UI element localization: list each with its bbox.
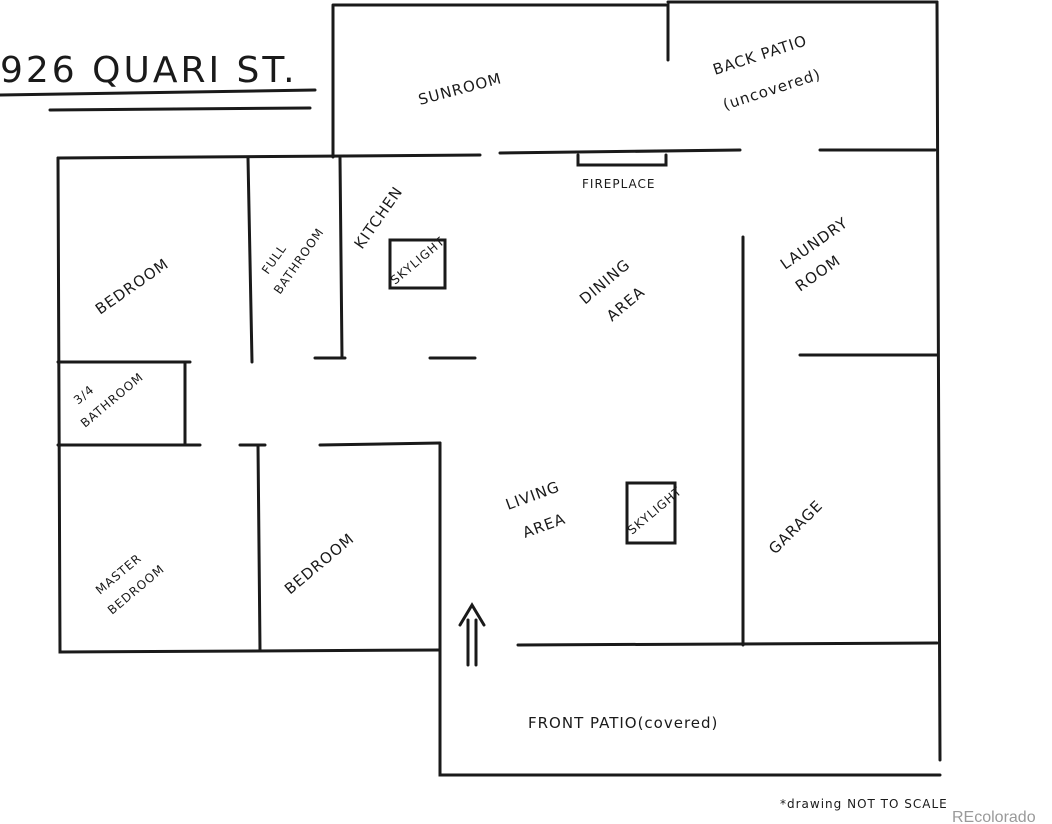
front-patio-label: FRONT PATIO(covered) <box>528 714 718 732</box>
living-label-2: AREA <box>520 510 568 542</box>
garage-label: GARAGE <box>765 496 826 557</box>
kitchen-label: KITCHEN <box>351 183 407 252</box>
sunroom-label: SUNROOM <box>416 69 503 109</box>
title-underline <box>0 88 317 112</box>
kitchen-skylight <box>388 238 447 290</box>
fireplace-label: FIREPLACE <box>582 177 656 191</box>
scale-note: *drawing NOT TO SCALE <box>780 797 948 811</box>
living-skylight <box>625 481 677 545</box>
watermark: REcolorado <box>952 809 1036 824</box>
walls <box>0 0 942 777</box>
entry-arrow-icon <box>458 602 486 667</box>
bedroom-label: BEDROOM <box>92 255 172 319</box>
kitchen-skylight-label: SKYLIGHT <box>388 234 448 287</box>
bedroom-2-label: BEDROOM <box>281 529 358 598</box>
three-quarter-bath-label: 3/4 <box>71 382 97 407</box>
fireplace-mark <box>576 153 668 167</box>
living-label: LIVING <box>503 478 562 514</box>
back-patio-sub-label: (uncovered) <box>721 65 823 114</box>
address-title: 926 QUARI ST. <box>0 50 298 91</box>
